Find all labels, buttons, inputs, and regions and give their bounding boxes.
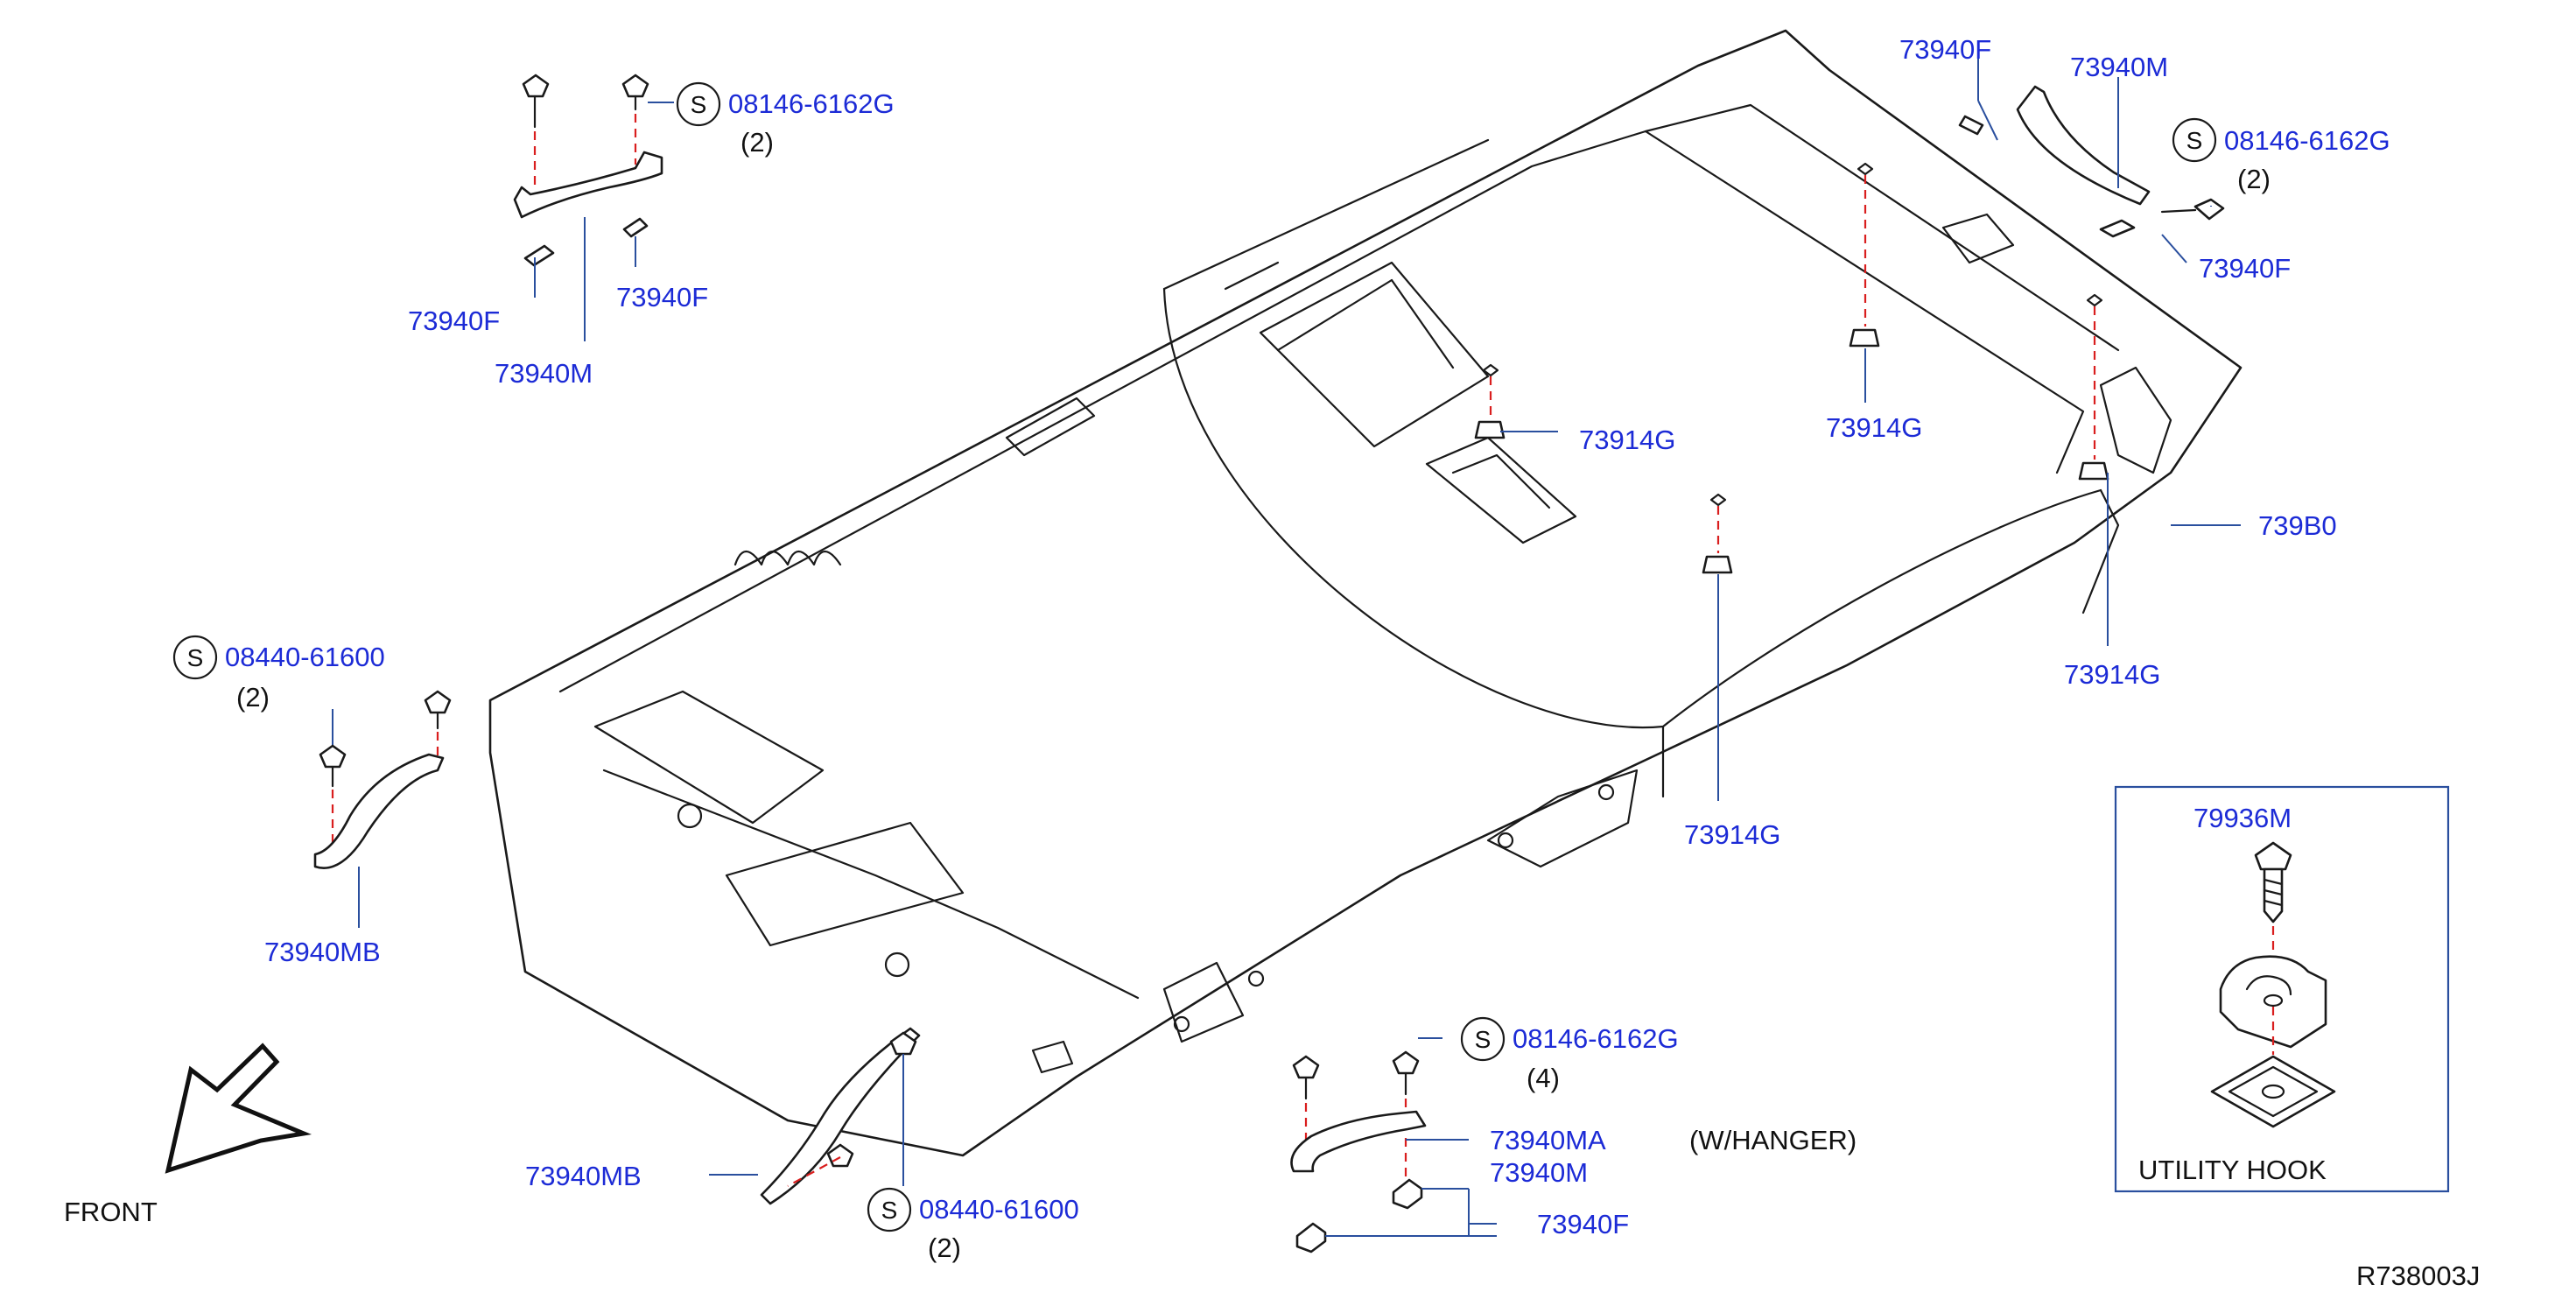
screw-symbol-front-right: S — [867, 1187, 912, 1232]
label-rear-left-screw: 08146-6162G — [728, 88, 895, 119]
front-arrow-icon — [165, 1043, 312, 1174]
label-headlining: 739B0 — [2258, 510, 2337, 541]
label-rear-left-qty: (2) — [741, 127, 774, 158]
label-bottom-grip: 73940M — [1490, 1157, 1588, 1188]
label-hook-front-right-qty: (2) — [928, 1232, 961, 1263]
part-labels: 08146-6162G (2) 73940F 73940F 73940M 739… — [64, 34, 2480, 1291]
label-hook-front-left-screw: 08440-61600 — [225, 642, 385, 672]
label-bottom-qty: (4) — [1527, 1063, 1560, 1093]
headlining-panel — [488, 29, 2243, 1157]
front-left-assist-grip — [313, 690, 452, 869]
screw-symbol-bottom: S — [1460, 1016, 1506, 1062]
label-hanger-note: (W/HANGER) — [1689, 1125, 1857, 1155]
clip-73914g-1 — [1474, 363, 1506, 439]
label-rear-right-clip-bottom: 73940F — [2199, 253, 2291, 284]
screw-symbol-rear-right: S — [2172, 117, 2217, 163]
screw-symbol-text: S — [881, 1197, 898, 1224]
screw-symbol-text: S — [2186, 127, 2203, 154]
rear-left-assist-grip — [513, 74, 663, 267]
label-rear-right-grip: 73940M — [2070, 52, 2168, 82]
screw-symbol-text: S — [691, 91, 707, 118]
label-hook-front-left: 73940MB — [264, 937, 381, 967]
label-clip-4: 73914G — [2064, 659, 2160, 690]
bottom-assist-grip — [1290, 1050, 1427, 1253]
label-hook-front-left-qty: (2) — [236, 682, 270, 713]
label-rear-left-clip-b: 73940F — [616, 282, 708, 312]
label-rear-left-clip-a: 73940F — [408, 305, 500, 336]
label-hook-front-right: 73940MB — [525, 1161, 642, 1191]
front-right-assist-grip — [760, 1027, 921, 1205]
diagram-reference: R738003J — [2356, 1260, 2480, 1291]
label-rear-right-screw: 08146-6162G — [2224, 125, 2390, 156]
screw-symbol-front-left: S — [172, 635, 218, 680]
utility-hook-box — [2114, 785, 2450, 1193]
clip-73914g-3 — [1702, 493, 1733, 574]
label-bottom-grip-hanger: 73940MA — [1490, 1125, 1606, 1155]
label-rear-right-qty: (2) — [2237, 164, 2271, 194]
label-utility-part: 79936M — [2193, 803, 2292, 833]
screw-symbol-rear-left: S — [676, 81, 721, 127]
label-front: FRONT — [64, 1197, 158, 1227]
label-bottom-screw: 08146-6162G — [1513, 1023, 1679, 1054]
label-rear-left-grip: 73940M — [495, 358, 593, 389]
label-hook-front-right-screw: 08440-61600 — [919, 1194, 1079, 1225]
label-clip-2: 73914G — [1826, 412, 1922, 443]
label-clip-1: 73914G — [1579, 425, 1675, 455]
clip-73914g-2 — [1849, 162, 1880, 348]
label-utility-caption: UTILITY HOOK — [2138, 1155, 2327, 1185]
screw-symbol-text: S — [1475, 1026, 1492, 1053]
leader-lines — [358, 54, 2241, 1237]
rear-right-assist-grip — [1958, 85, 2225, 238]
screw-symbol-text: S — [187, 644, 204, 671]
label-bottom-clip: 73940F — [1537, 1209, 1629, 1239]
screw-symbols: S S S S S — [172, 81, 2217, 1232]
label-rear-right-clip-top: 73940F — [1899, 34, 1991, 65]
label-clip-3: 73914G — [1684, 819, 1780, 850]
